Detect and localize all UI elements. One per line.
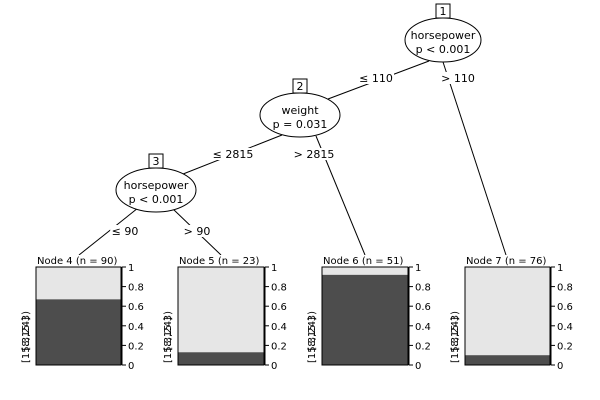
- edge-label-bg: [440, 72, 476, 84]
- edge-label: ≤ 110: [359, 72, 393, 85]
- y-tick-label: 0.8: [557, 283, 573, 294]
- plot-frame: [177, 266, 265, 366]
- edge-label: ≤ 90: [112, 225, 139, 238]
- plot-frame: [35, 266, 122, 366]
- category-label-light: [8,15.3): [307, 311, 318, 351]
- plot-frame: [321, 266, 409, 366]
- y-tick-label: 0.8: [128, 283, 144, 294]
- bar-segment-light: [465, 267, 550, 356]
- split-variable: horsepower: [411, 29, 476, 42]
- y-tick-label: 0: [128, 361, 134, 372]
- y-tick-label: 0.2: [271, 341, 287, 352]
- y-tick-label: 0: [271, 361, 277, 372]
- edge-label: ≤ 2815: [213, 148, 254, 161]
- terminal-title: Node 4 (n = 90): [37, 256, 118, 267]
- terminal-title-bg: [178, 255, 264, 267]
- y-tick-label: 1: [271, 263, 277, 274]
- edge-label-bg: [292, 148, 336, 160]
- edge-label: > 2815: [294, 148, 335, 161]
- edge-label: > 110: [441, 72, 475, 85]
- node-id: 3: [153, 155, 160, 168]
- node-id-box: [435, 3, 451, 19]
- category-label-dark: [15.3,24]: [163, 317, 174, 363]
- terminal-title: Node 6 (n = 51): [323, 256, 404, 267]
- tree-edges: ≤ 110 > 110 ≤ 2815 > 2815 ≤ 90 > 90: [78, 60, 507, 256]
- category-label-dark: [15.3,24]: [21, 317, 32, 363]
- p-value: p < 0.001: [416, 43, 471, 56]
- y-tick-label: 1: [557, 263, 563, 274]
- y-tick-label: 0.6: [557, 302, 573, 313]
- terminal-title-bg: [465, 255, 550, 267]
- plot-frame: [464, 266, 551, 366]
- y-tick-label: 0.4: [557, 322, 573, 333]
- bar-segment-light: [36, 267, 121, 300]
- terminal-title: Node 5 (n = 23): [179, 256, 260, 267]
- y-tick-label: 1: [128, 263, 134, 274]
- split-variable: horsepower: [124, 179, 189, 192]
- y-tick-label: 0.6: [271, 302, 287, 313]
- y-tick-label: 0.2: [415, 341, 431, 352]
- terminal-title-bg: [322, 255, 408, 267]
- bar-segment-light: [178, 267, 264, 353]
- category-label-dark: [15.3,24]: [450, 317, 461, 363]
- bar-segment-dark: [36, 299, 121, 365]
- y-tick-label: 0.2: [128, 341, 144, 352]
- bar-segment-dark: [178, 352, 264, 365]
- p-value: p = 0.031: [273, 118, 328, 131]
- category-label-light: [8,15.3): [21, 311, 32, 351]
- y-tick-label: 0.8: [415, 283, 431, 294]
- bar-segment-dark: [322, 274, 408, 365]
- y-tick-label: 0: [557, 361, 563, 372]
- node-id-box: [292, 78, 308, 94]
- y-tick-label: 0.4: [128, 322, 144, 333]
- edge-label-bg: [182, 225, 212, 237]
- terminal-title: Node 7 (n = 76): [466, 256, 547, 267]
- terminal-nodes: Node 4 (n = 90)00.20.40.60.81[15.3,24][8…: [21, 255, 573, 372]
- p-value: p < 0.001: [129, 193, 184, 206]
- category-label-dark: [15.3,24]: [307, 317, 318, 363]
- node-id: 1: [440, 5, 447, 18]
- edge-label-bg: [110, 225, 140, 237]
- terminal-node-7: Node 7 (n = 76) 0 0.2 0.4 0.6 0.8 1 [15.3,24][8…: [450, 255, 573, 372]
- terminal-title-bg: [36, 255, 121, 267]
- y-tick-label: 1: [415, 263, 421, 274]
- y-tick-label: 0.6: [128, 302, 144, 313]
- node-id-box: [148, 153, 164, 169]
- tree-edge: [442, 61, 507, 256]
- node-id: 2: [297, 80, 304, 93]
- category-label-light: [8,15.3): [450, 311, 461, 351]
- category-label-light: [8,15.3): [163, 311, 174, 351]
- terminal-node-6: Node 6 (n = 51) 0 0.2 0.4 0.6 0.8 1 [15.3,24][8…: [307, 255, 431, 372]
- y-tick-label: 0.4: [415, 322, 431, 333]
- y-tick-label: 0.2: [557, 341, 573, 352]
- y-tick-label: 0.4: [271, 322, 287, 333]
- terminal-node-4: Node 4 (n = 90) 0 0.2 0.4 0.6 0.8 1 [15.3,24][8…: [21, 255, 144, 372]
- y-tick-label: 0.8: [271, 283, 287, 294]
- y-tick-label: 0.6: [415, 302, 431, 313]
- tree-edge: [78, 207, 139, 256]
- bar-segment-dark: [465, 355, 550, 365]
- y-tick-label: 0: [415, 361, 421, 372]
- edge-label-bg: [211, 148, 255, 160]
- edge-label-bg: [358, 72, 394, 84]
- edge-label: > 90: [184, 225, 211, 238]
- split-variable: weight: [281, 104, 319, 117]
- bar-segment-light: [322, 267, 408, 275]
- terminal-node-5: Node 5 (n = 23) 0 0.2 0.4 0.6 0.8 1 [15.3,24][8…: [163, 255, 287, 372]
